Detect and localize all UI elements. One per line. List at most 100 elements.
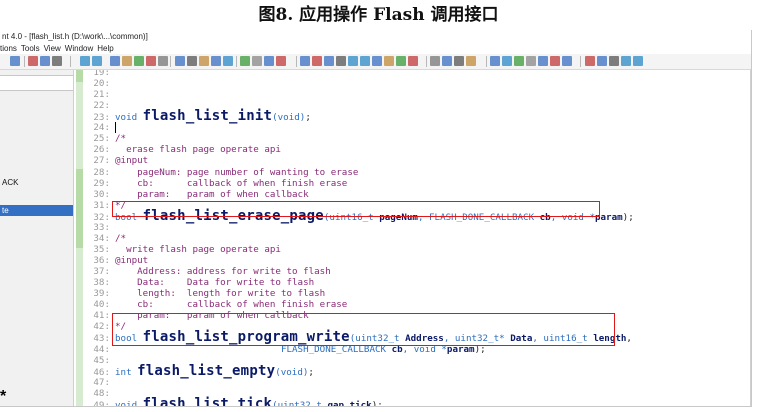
code-editor[interactable]: 19:20:21:22:23:void flash_list_init(void… — [83, 70, 751, 406]
toolbar-button-icon[interactable] — [585, 56, 595, 66]
toolbar-button-icon[interactable] — [264, 56, 274, 66]
line-number: 43: — [93, 333, 110, 345]
toolbar-button-icon[interactable] — [10, 56, 20, 66]
symbol-sidebar: ACK te — [0, 70, 74, 406]
toolbar-button-icon[interactable] — [324, 56, 334, 66]
toolbar-button-icon[interactable] — [146, 56, 156, 66]
window-title: nt 4.0 - [flash_list.h (D:\work\...\comm… — [0, 30, 751, 43]
code-token: (uint32_t — [349, 333, 406, 345]
toolbar-button-icon[interactable] — [240, 56, 250, 66]
sidebar-search-field[interactable] — [0, 75, 73, 91]
line-text: FLASH_DONE_CALLBACK cb, void *param); — [115, 344, 486, 355]
toolbar-button-icon[interactable] — [134, 56, 144, 66]
line-text — [115, 122, 116, 134]
toolbar-separator — [296, 56, 297, 67]
parameter-name: cb — [391, 343, 403, 355]
code-line: 24: — [83, 122, 116, 134]
toolbar-button-icon[interactable] — [223, 56, 233, 66]
line-number: 46: — [93, 366, 110, 378]
code-line: 41: param: param of when callback — [83, 310, 308, 322]
toolbar-button-icon[interactable] — [122, 56, 132, 66]
line-text: Data: Data for write to flash — [115, 277, 314, 288]
menu-item[interactable]: Window — [64, 44, 94, 53]
highlight-box-erase — [112, 201, 600, 217]
code-line: 34:/* — [83, 233, 126, 244]
toolbar-button-icon[interactable] — [396, 56, 406, 66]
code-line: 23:void flash_list_init(void); — [83, 109, 316, 124]
line-text: */ — [115, 200, 126, 211]
code-line: 30: param: param of when callback — [83, 189, 308, 200]
toolbar-button-icon[interactable] — [187, 56, 197, 66]
comment-text: @input — [115, 255, 149, 267]
menu-item[interactable]: View — [43, 44, 61, 53]
toolbar-button-icon[interactable] — [40, 56, 50, 66]
line-number: 39: — [93, 288, 110, 300]
line-number: 33: — [93, 221, 110, 233]
code-token: , void * — [402, 343, 447, 355]
toolbar-button-icon[interactable] — [92, 56, 102, 66]
function-name: flash_list_erase_page — [142, 207, 324, 224]
toolbar-button-icon[interactable] — [633, 56, 643, 66]
toolbar-button-icon[interactable] — [312, 56, 322, 66]
line-number: 36: — [93, 255, 110, 267]
toolbar-button-icon[interactable] — [300, 56, 310, 66]
toolbar-button-icon[interactable] — [384, 56, 394, 66]
toolbar-button-icon[interactable] — [526, 56, 536, 66]
menu-item[interactable]: tions — [0, 44, 17, 53]
code-line: 36: @input — [83, 255, 148, 266]
code-token: (void) — [272, 112, 306, 124]
toolbar-button-icon[interactable] — [336, 56, 346, 66]
line-text: param: param of when callback — [115, 310, 308, 321]
parameter-name: pageNum — [379, 211, 418, 223]
toolbar-button-icon[interactable] — [52, 56, 62, 66]
toolbar-button-icon[interactable] — [348, 56, 358, 66]
toolbar-button-icon[interactable] — [609, 56, 619, 66]
toolbar-separator — [426, 56, 427, 67]
toolbar-button-icon[interactable] — [28, 56, 38, 66]
comment-text: @input — [115, 155, 149, 167]
toolbar-button-icon[interactable] — [562, 56, 572, 66]
toolbar-button-icon[interactable] — [211, 56, 221, 66]
toolbar-button-icon[interactable] — [360, 56, 370, 66]
line-text: /* — [115, 233, 126, 244]
comment-text: cb: callback of when finish erase — [115, 177, 348, 189]
line-text: write flash page operate api — [115, 244, 281, 255]
menu-item[interactable]: Help — [97, 44, 114, 53]
line-number: 41: — [93, 310, 110, 322]
toolbar-button-icon[interactable] — [538, 56, 548, 66]
toolbar-button-icon[interactable] — [466, 56, 476, 66]
line-number: 20: — [93, 78, 110, 90]
toolbar-button-icon[interactable] — [158, 56, 168, 66]
change-gutter — [76, 70, 83, 406]
toolbar-button-icon[interactable] — [490, 56, 500, 66]
comment-text: erase flash page operate api — [115, 144, 281, 156]
toolbar-button-icon[interactable] — [621, 56, 631, 66]
toolbar-button-icon[interactable] — [597, 56, 607, 66]
toolbar-button-icon[interactable] — [199, 56, 209, 66]
toolbar-button-icon[interactable] — [454, 56, 464, 66]
menu-item[interactable]: Tools — [20, 44, 40, 53]
toolbar-button-icon[interactable] — [252, 56, 262, 66]
code-line: 47: — [83, 377, 115, 388]
toolbar-button-icon[interactable] — [175, 56, 185, 66]
toolbar-button-icon[interactable] — [550, 56, 560, 66]
toolbar-button-icon[interactable] — [372, 56, 382, 66]
sidebar-item-selected[interactable]: te — [0, 205, 73, 216]
parameter-name: Address — [405, 333, 444, 345]
line-text: */ — [115, 321, 126, 332]
code-token: void — [115, 112, 143, 124]
toolbar-button-icon[interactable] — [514, 56, 524, 66]
toolbar-button-icon[interactable] — [502, 56, 512, 66]
code-line: 46:int flash_list_empty(void); — [83, 364, 314, 378]
toolbar-separator — [580, 56, 581, 67]
code-line: 27:@input — [83, 155, 148, 166]
toolbar-button-icon[interactable] — [110, 56, 120, 66]
toolbar-button-icon[interactable] — [276, 56, 286, 66]
sidebar-item-ack[interactable]: ACK — [2, 178, 19, 187]
toolbar-button-icon[interactable] — [430, 56, 440, 66]
code-line: 22: — [83, 100, 115, 111]
toolbar-separator — [24, 56, 25, 67]
toolbar-button-icon[interactable] — [80, 56, 90, 66]
toolbar-button-icon[interactable] — [408, 56, 418, 66]
toolbar-button-icon[interactable] — [442, 56, 452, 66]
